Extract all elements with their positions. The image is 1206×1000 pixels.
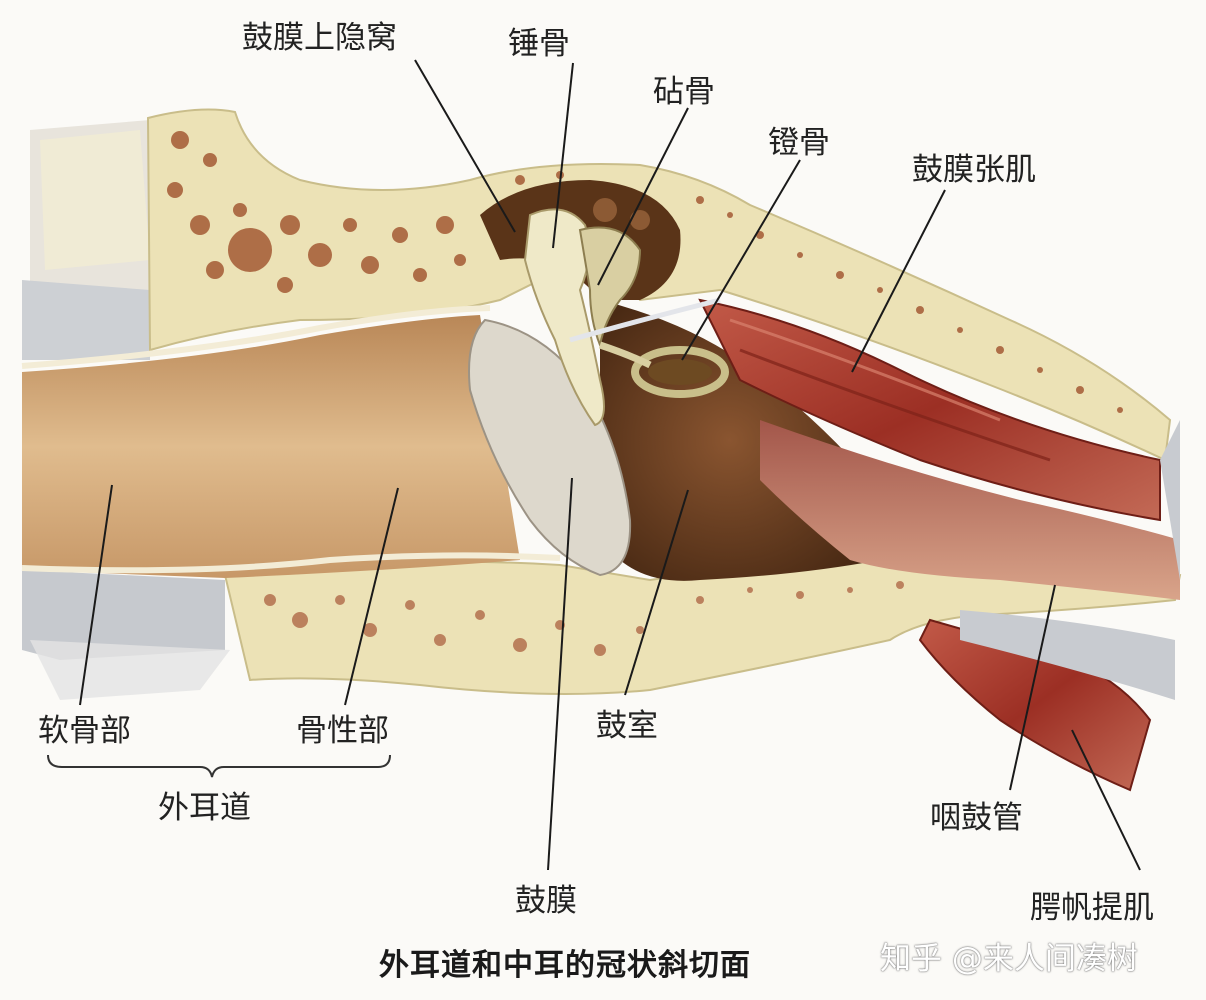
label-malleus: 锤骨 [508, 26, 570, 62]
leader-lines [79, 59, 1141, 871]
watermark: 知乎 @来人间凑树 [880, 941, 1138, 977]
canal-lining-upper [21, 305, 491, 369]
bone-marrow-spots-lower [264, 581, 904, 656]
label-tympanic-cavity: 鼓室 [596, 708, 658, 744]
grey-tissue-right [960, 610, 1175, 700]
malleus-shape [523, 208, 605, 427]
muscle-fiber [729, 318, 1001, 422]
leader-levator-veli-palatini [1071, 729, 1141, 871]
stapes-shape [598, 341, 729, 398]
cartilage-tissue [22, 120, 230, 700]
leader-tensor-tympani [851, 189, 946, 373]
bone-marrow-spots-upper [167, 131, 1123, 413]
label-external-canal: 外耳道 [158, 790, 251, 826]
leader-epitympanic-recess [414, 59, 516, 233]
label-tensor-tympani: 鼓膜张肌 [912, 152, 1036, 188]
label-bony-part: 骨性部 [296, 713, 389, 749]
label-stapes: 镫骨 [768, 125, 830, 161]
leader-bony-part [344, 487, 399, 706]
eustachian-tube-shape [760, 420, 1180, 600]
leader-stapes [681, 159, 801, 361]
external-canal-brace [47, 754, 391, 778]
label-tympanic-membrane: 鼓膜 [515, 883, 577, 919]
label-incus: 砧骨 [653, 74, 715, 110]
cavity-spot [593, 198, 617, 222]
leader-tympanic-membrane [547, 477, 573, 871]
label-eustachian-tube: 咽鼓管 [930, 800, 1023, 836]
muscle-fiber [739, 348, 1051, 462]
leader-tympanic-cavity [624, 489, 689, 696]
grey-tissue-edge [1160, 420, 1180, 580]
label-epitympanic-recess: 鼓膜上隐窝 [242, 20, 397, 56]
leader-eustachian-tube [1009, 584, 1056, 791]
tensor-tympani-muscle [698, 298, 1161, 522]
label-cartilaginous-part: 软骨部 [38, 713, 131, 749]
cavity-spot [630, 210, 650, 230]
leader-malleus [552, 62, 574, 249]
tendon [569, 297, 721, 343]
canal-lining-lower [21, 552, 561, 574]
leader-cartilaginous-part [79, 484, 113, 706]
label-levator-veli-palatini: 腭帆提肌 [1030, 890, 1154, 926]
external-auditory-canal [22, 315, 520, 578]
figure-caption: 外耳道和中耳的冠状斜切面 [379, 948, 751, 983]
leader-incus [597, 107, 689, 286]
